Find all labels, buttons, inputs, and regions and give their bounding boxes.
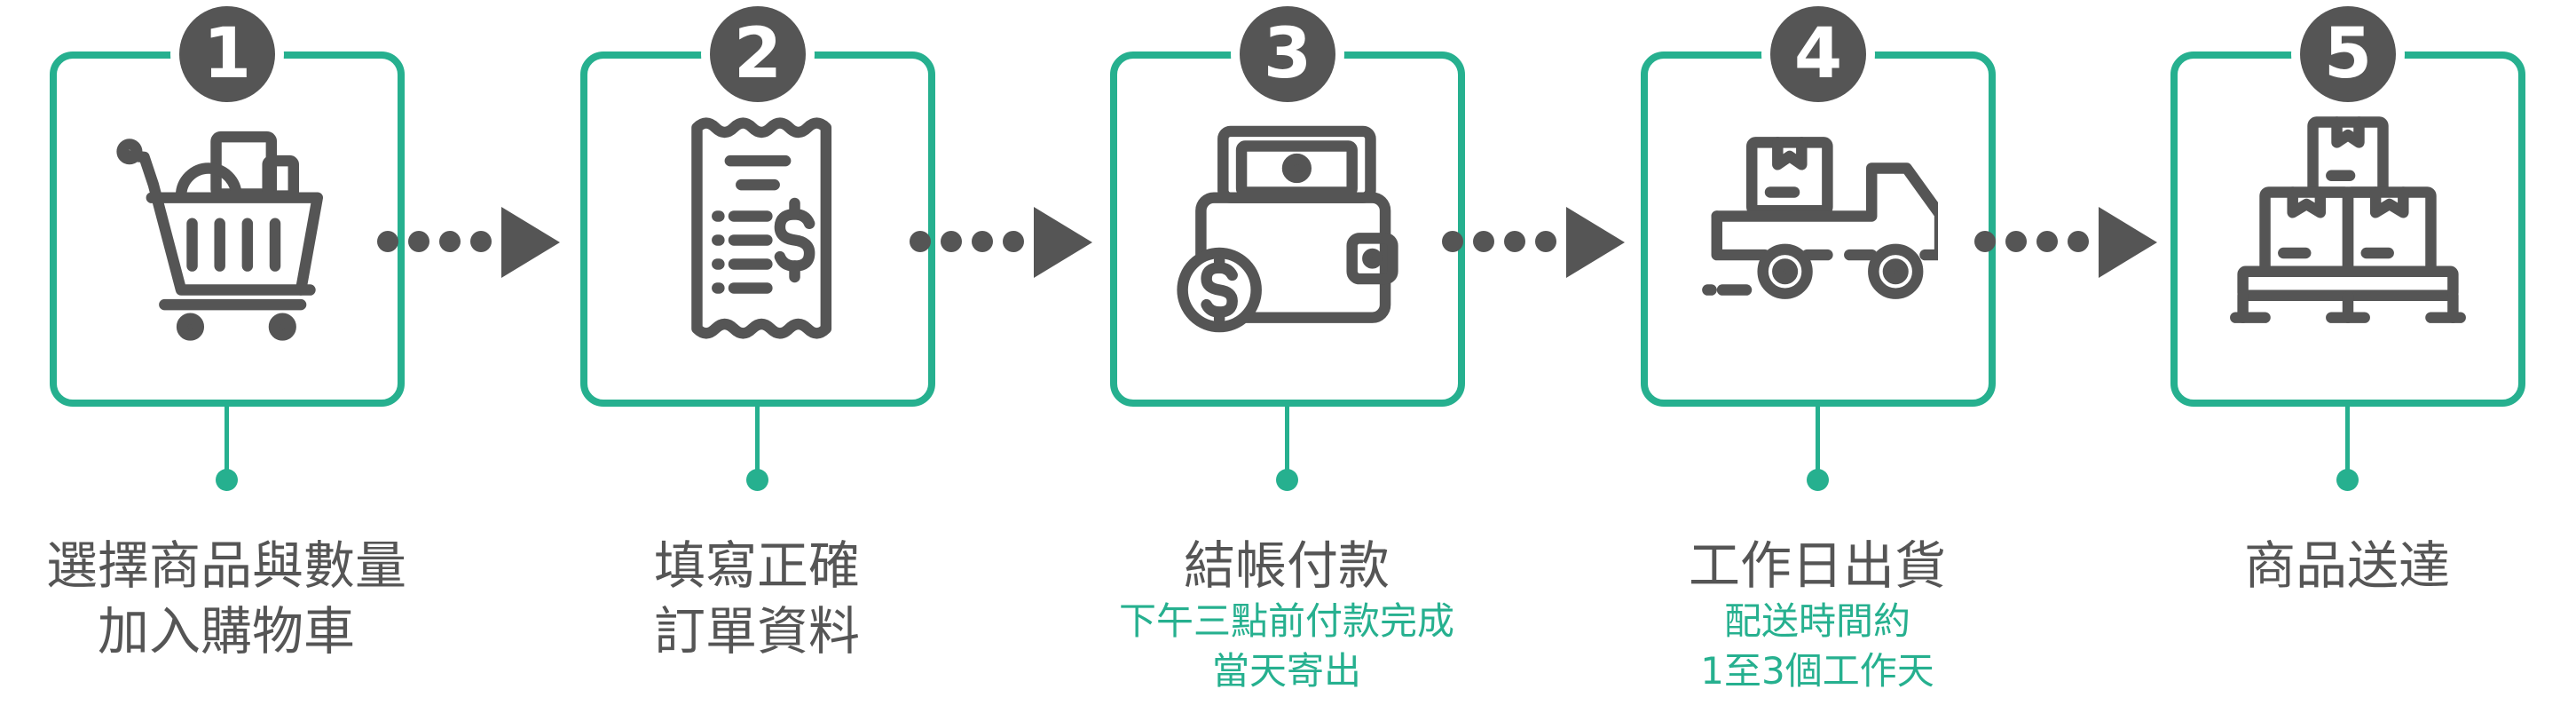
step-4-connector-dot [1807, 469, 1829, 491]
flow-arrow-2 [910, 202, 1096, 282]
step-4-note: 配送時間約 1至3個工作天 [1582, 597, 2052, 696]
step-3-note-line-2: 當天寄出 [1211, 649, 1361, 693]
step-2-connector-line [755, 407, 760, 479]
step-1-number-badge: 1 [179, 6, 275, 102]
flow-arrow-1 [377, 202, 563, 282]
step-3-label: 結帳付款 [1052, 533, 1522, 598]
step-5-box [2170, 51, 2525, 407]
step-2-box [580, 51, 935, 407]
step-4-note-line-1: 配送時間約 [1723, 599, 1910, 643]
step-2-label-line-1: 填寫正確 [653, 535, 860, 596]
step-5-connector-dot [2336, 469, 2359, 491]
receipt-icon [691, 117, 832, 339]
step-2: 2 填寫正確 訂單資料 [531, 0, 992, 705]
step-5-number-badge: 5 [2300, 6, 2396, 102]
delivery-truck-icon [1702, 137, 1938, 299]
step-1-label-line-2: 加入購物車 [97, 601, 355, 661]
step-2-label: 填寫正確 訂單資料 [522, 533, 992, 664]
step-1-connector-dot [216, 469, 238, 491]
wallet-icon [1177, 125, 1398, 333]
step-4-label-line-1: 工作日出貨 [1688, 535, 1946, 596]
boxes-pallet-icon [2230, 116, 2466, 323]
step-3-note-line-1: 下午三點前付款完成 [1118, 599, 1454, 643]
step-4-number-badge: 4 [1770, 6, 1866, 102]
step-2-label-line-2: 訂單資料 [653, 601, 860, 661]
flow-arrow-3 [1442, 202, 1628, 282]
flow-arrow-4 [1974, 202, 2161, 282]
step-3-connector-line [1285, 407, 1289, 479]
step-5-connector-line [2345, 407, 2350, 479]
step-1-label: 選擇商品與數量 加入購物車 [0, 533, 461, 664]
step-1-connector-line [225, 407, 229, 479]
step-2-number-badge: 2 [710, 6, 806, 102]
step-1: 1 選擇商品與數量 加入購物車 [0, 0, 461, 705]
step-1-box [50, 51, 405, 407]
step-3-box [1110, 51, 1465, 407]
step-4-label: 工作日出貨 [1582, 533, 2052, 598]
shopping-cart-icon [116, 131, 324, 341]
step-5-label: 商品送達 [2112, 533, 2576, 598]
step-3-label-line-1: 結帳付款 [1183, 535, 1390, 596]
step-4-connector-line [1816, 407, 1820, 479]
step-5: 5 商品送達 [2121, 0, 2576, 705]
step-4-box [1641, 51, 1996, 407]
step-3-note: 下午三點前付款完成 當天寄出 [1052, 597, 1522, 696]
step-5-label-line-1: 商品送達 [2243, 535, 2450, 596]
step-4-note-line-2: 1至3個工作天 [1700, 649, 1934, 693]
step-3-connector-dot [1276, 469, 1298, 491]
step-3-number-badge: 3 [1240, 6, 1335, 102]
step-4: 4 工作日出貨 配送時間約 1至3個工作天 [1591, 0, 2052, 705]
step-1-label-line-1: 選擇商品與數量 [45, 535, 406, 596]
step-3: 3 結帳付款 下午三點前付款完成 當天寄出 [1060, 0, 1522, 705]
step-2-connector-dot [746, 469, 768, 491]
